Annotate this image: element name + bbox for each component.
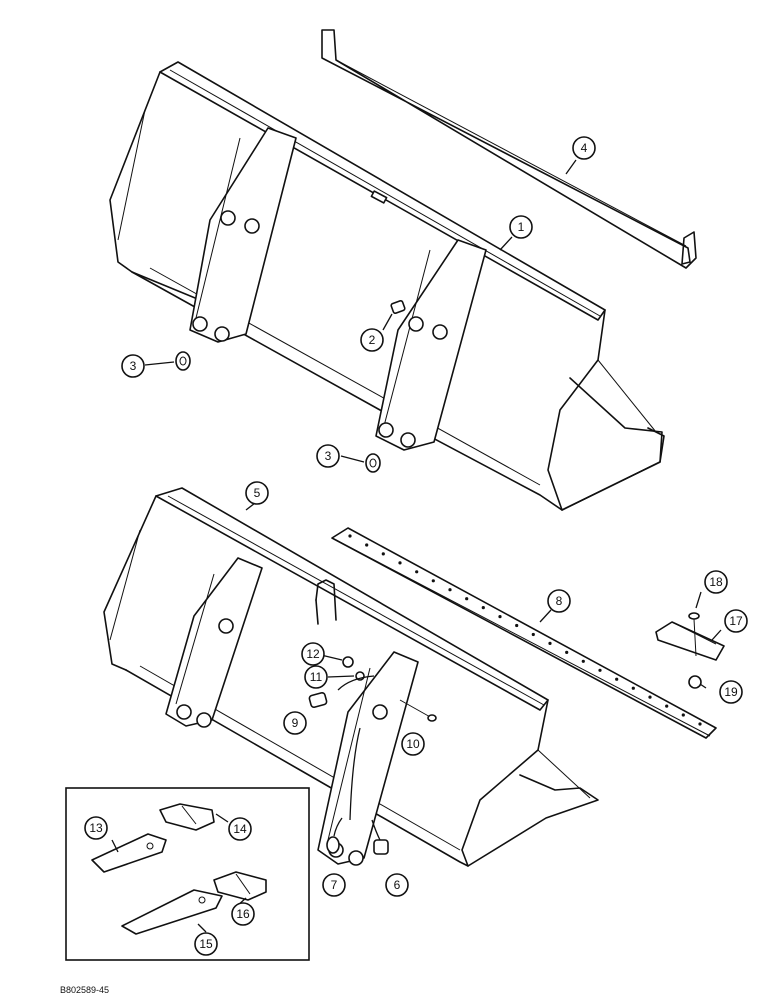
svg-text:16: 16 xyxy=(236,907,250,921)
svg-text:3: 3 xyxy=(325,449,332,463)
svg-text:18: 18 xyxy=(709,575,723,589)
callout-17: 17 xyxy=(724,609,748,633)
bolt-part-18 xyxy=(688,612,700,657)
callout-6: 6 xyxy=(385,873,409,897)
svg-text:7: 7 xyxy=(331,878,338,892)
svg-text:5: 5 xyxy=(254,486,261,500)
svg-text:13: 13 xyxy=(89,821,103,835)
bolt-hole xyxy=(381,552,385,556)
callout-5: 5 xyxy=(245,481,269,505)
svg-text:6: 6 xyxy=(394,878,401,892)
callout-2: 2 xyxy=(360,328,384,352)
svg-text:4: 4 xyxy=(581,141,588,155)
svg-text:2: 2 xyxy=(369,333,376,347)
bolt-hole xyxy=(548,641,552,646)
washer-part-7 xyxy=(326,836,340,854)
callout-10: 10 xyxy=(401,732,425,756)
callout-12: 12 xyxy=(301,642,325,666)
svg-text:8: 8 xyxy=(556,594,563,608)
bolt-hole xyxy=(581,659,585,663)
pin-part-9 xyxy=(308,692,328,708)
bushing-part-2 xyxy=(390,300,406,314)
bolt-hole xyxy=(415,570,419,574)
svg-text:11: 11 xyxy=(310,670,323,684)
bolt-hole xyxy=(631,686,635,690)
segment-part-17 xyxy=(655,621,725,661)
callout-4: 4 xyxy=(572,136,596,160)
callout-9: 9 xyxy=(283,711,307,735)
bolt-hole xyxy=(465,597,469,601)
bolt-hole xyxy=(598,668,602,672)
svg-text:10: 10 xyxy=(406,737,420,751)
callout-16: 16 xyxy=(231,902,255,926)
strip-part-4 xyxy=(321,29,697,269)
callout-19: 19 xyxy=(719,680,743,704)
callout-15: 15 xyxy=(194,932,218,956)
bolt-hole xyxy=(431,579,435,583)
bushing-part-6 xyxy=(373,839,389,855)
callout-3-lower: 3 xyxy=(316,444,340,468)
cutting-edge-part-8 xyxy=(331,527,717,739)
nut-part-19 xyxy=(688,675,702,689)
bolt-hole xyxy=(481,606,485,610)
callout-1: 1 xyxy=(509,215,533,239)
drawing-reference: B802589-45 xyxy=(60,985,109,995)
svg-text:17: 17 xyxy=(729,614,743,628)
callout-8: 8 xyxy=(547,589,571,613)
bolt-hole xyxy=(448,588,452,592)
bolt-hole xyxy=(615,677,619,681)
callout-13: 13 xyxy=(84,816,108,840)
bolt-hole xyxy=(531,632,535,637)
bucket-part-5 xyxy=(103,487,599,867)
washer-part-3-lower xyxy=(365,453,381,473)
bolt-hole xyxy=(681,713,685,717)
svg-text:12: 12 xyxy=(306,647,320,661)
svg-text:1: 1 xyxy=(518,220,525,234)
washer-part-3-upper xyxy=(175,351,191,371)
callout-7: 7 xyxy=(322,873,346,897)
bolt-hole xyxy=(648,695,652,699)
bolt-hole xyxy=(665,704,669,708)
bolt-hole xyxy=(515,623,519,628)
callout-14: 14 xyxy=(228,817,252,841)
bolt-part-10 xyxy=(399,699,437,722)
svg-text:9: 9 xyxy=(292,716,299,730)
callout-11: 11 xyxy=(304,665,328,689)
bucket-part-1 xyxy=(109,61,665,511)
callout-18: 18 xyxy=(704,570,728,594)
bolt-hole xyxy=(698,722,702,726)
bolt-hole xyxy=(348,534,352,538)
leader-lines xyxy=(111,159,722,933)
bolt-hole xyxy=(565,650,569,655)
callout-3-upper: 3 xyxy=(121,354,145,378)
bolt-hole xyxy=(498,615,502,619)
svg-text:15: 15 xyxy=(199,937,213,951)
svg-text:19: 19 xyxy=(724,685,738,699)
inset-teeth-box xyxy=(65,787,310,961)
bolt-hole xyxy=(365,543,369,547)
svg-text:14: 14 xyxy=(233,822,247,836)
bolt-hole xyxy=(398,561,402,565)
svg-text:3: 3 xyxy=(130,359,137,373)
nut-part-12 xyxy=(342,656,354,668)
